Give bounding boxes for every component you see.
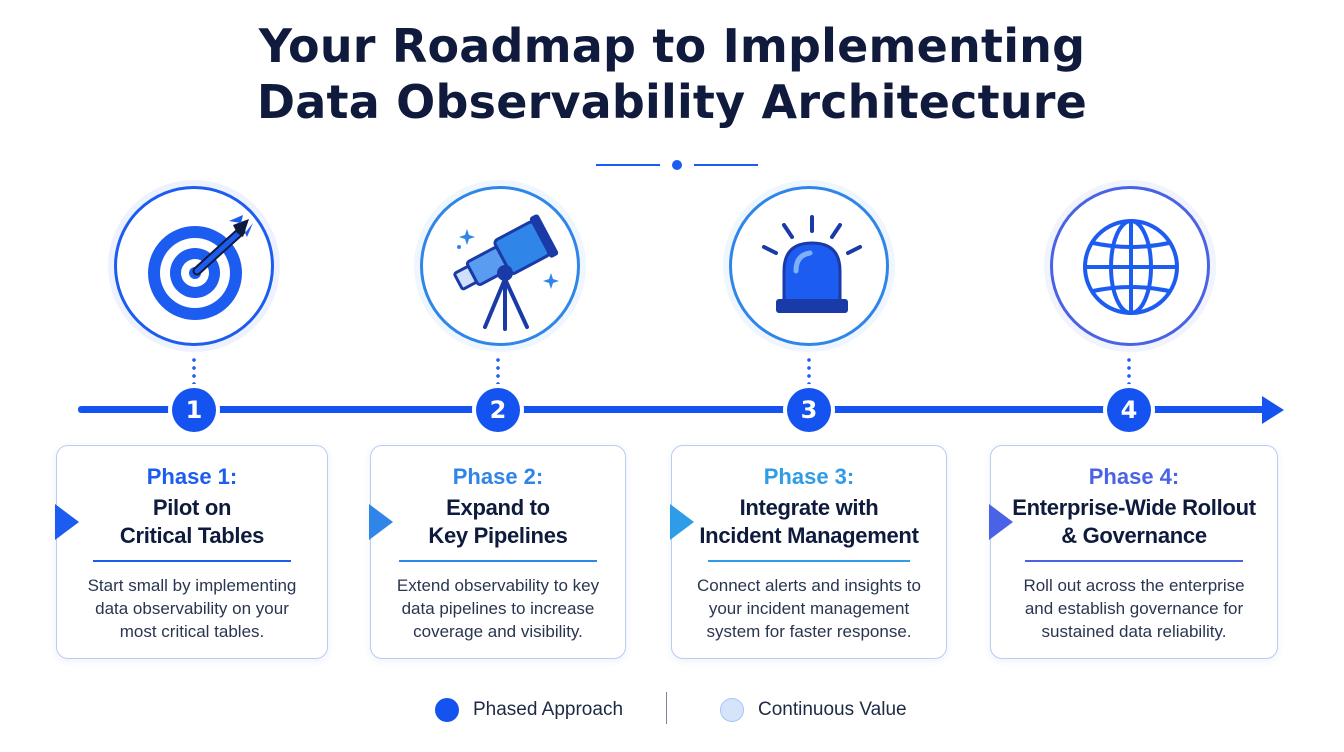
card-pointer (989, 504, 1013, 540)
title-divider (592, 158, 758, 172)
timeline-line (78, 406, 1268, 413)
legend: Phased Approach Continuous Value (0, 692, 1344, 726)
phase-title: Expand to Key Pipelines (371, 494, 625, 550)
connector-2 (496, 356, 500, 386)
phase-title-line: Critical Tables (119, 523, 265, 548)
phase-title: Enterprise-Wide Rollout & Governance (991, 494, 1277, 550)
description-line: data observability on your (95, 599, 289, 618)
connector-3 (807, 356, 811, 386)
phase-title-line: Incident Management (699, 523, 919, 548)
step-1-badge: 1 (172, 388, 216, 432)
card-pointer (55, 504, 79, 540)
phase-1-icon-circle (114, 186, 274, 346)
phase-description: Connect alerts and insights to your inci… (672, 574, 946, 643)
description-line: Extend observability to key (396, 576, 600, 595)
phase-2-icon-circle (420, 186, 580, 346)
phase-title-line: & Governance (1061, 523, 1207, 548)
description-line: Connect alerts and insights to (697, 576, 921, 595)
phase-title: Pilot on Critical Tables (57, 494, 327, 550)
title-line-2: Data Observability Architecture (256, 75, 1088, 129)
title-line-1: Your Roadmap to Implementing (258, 19, 1086, 73)
telescope-icon (453, 214, 559, 331)
phase-title-line: Expand to (446, 495, 550, 520)
target-arrow-icon (148, 215, 253, 320)
timeline-arrowhead (1262, 396, 1284, 424)
phase-label: Phase 2: (452, 464, 544, 489)
phase-description: Extend observability to key data pipelin… (371, 574, 625, 643)
card-separator (708, 560, 910, 562)
description-line: system for faster response. (706, 622, 912, 641)
description-line: data pipelines to increase (401, 599, 595, 618)
phase-description: Roll out across the enterprise and estab… (991, 574, 1277, 643)
phase-label: Phase 1: (146, 464, 238, 489)
card-pointer (369, 504, 393, 540)
phase-title-line: Key Pipelines (428, 523, 568, 548)
connector-1 (192, 356, 196, 386)
phase-description: Start small by implementing data observa… (57, 574, 327, 643)
phase-4-card: Phase 4: Enterprise-Wide Rollout & Gover… (989, 445, 1278, 659)
step-2-badge: 2 (476, 388, 520, 432)
card-separator (399, 560, 597, 562)
description-line: your incident management (708, 599, 910, 618)
description-line: Roll out across the enterprise (1023, 576, 1245, 595)
legend-phased-approach-label: Phased Approach (473, 699, 624, 720)
divider-line-left (596, 164, 660, 166)
connector-4 (1127, 356, 1131, 386)
description-line: coverage and visibility. (413, 622, 583, 641)
legend-filled-dot (435, 698, 459, 722)
description-line: and establish governance for (1024, 599, 1244, 618)
divider-line-right (694, 164, 758, 166)
phase-title: Integrate with Incident Management (672, 494, 946, 550)
phase-3-card: Phase 3: Integrate with Incident Managem… (670, 445, 947, 659)
phase-title-line: Pilot on (152, 495, 232, 520)
phase-1-card: Phase 1: Pilot on Critical Tables Start … (55, 445, 328, 659)
legend-divider (666, 692, 667, 724)
phase-4-icon-circle (1050, 186, 1210, 346)
step-4-badge: 4 (1107, 388, 1151, 432)
description-line: most critical tables. (119, 622, 265, 641)
phase-title-line: Enterprise-Wide Rollout (1012, 495, 1256, 520)
card-separator (93, 560, 291, 562)
phase-label: Phase 3: (763, 464, 855, 489)
description-line: sustained data reliability. (1041, 622, 1227, 641)
phase-label: Phase 4: (1088, 464, 1180, 489)
siren-alert-icon (762, 215, 862, 313)
legend-light-dot (720, 698, 744, 722)
card-pointer (670, 504, 694, 540)
description-line: Start small by implementing (87, 576, 297, 595)
divider-dot (672, 160, 682, 170)
card-separator (1025, 560, 1243, 562)
globe-icon (1083, 219, 1179, 315)
phase-2-card: Phase 2: Expand to Key Pipelines Extend … (369, 445, 626, 659)
phase-3-icon-circle (729, 186, 889, 346)
phase-title-line: Integrate with (739, 495, 879, 520)
page-title: Your Roadmap to Implementing Data Observ… (0, 18, 1344, 130)
legend-continuous-value-label: Continuous Value (758, 699, 907, 720)
step-3-badge: 3 (787, 388, 831, 432)
